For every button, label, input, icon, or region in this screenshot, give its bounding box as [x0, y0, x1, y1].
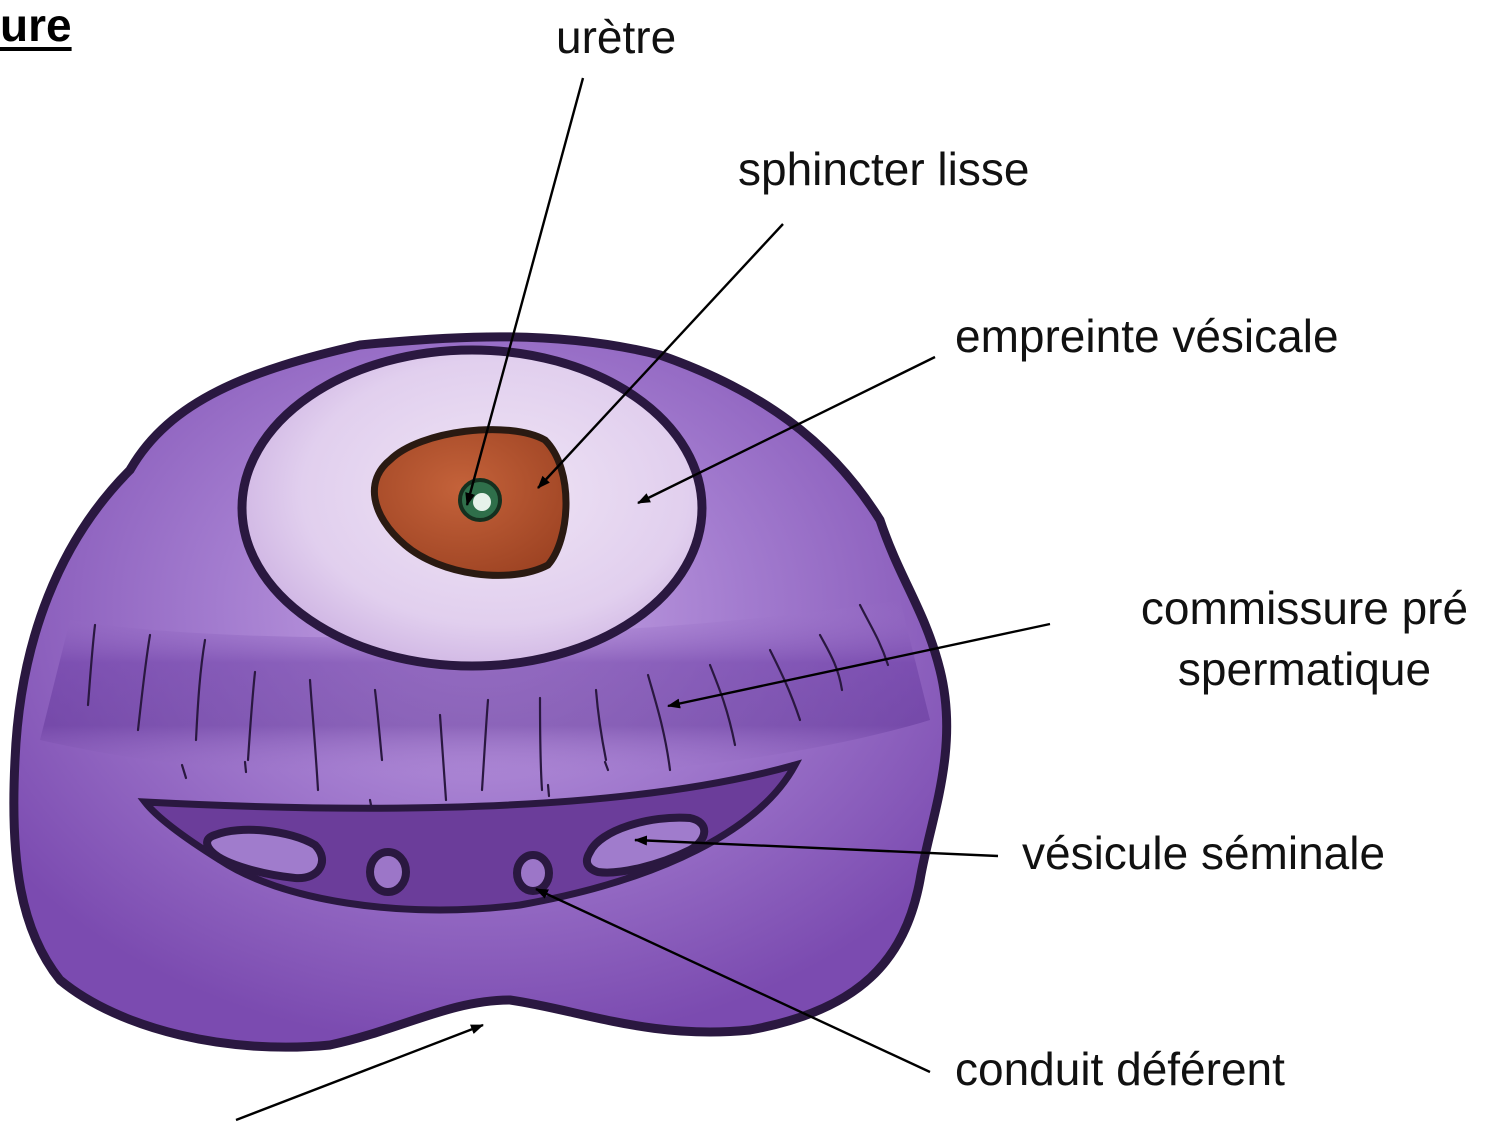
left-vas-deferens: [370, 852, 406, 892]
label-vesicule-seminale: vésicule séminale: [1022, 830, 1385, 876]
label-commissure-pre-spermatique: commissure pré spermatique: [1112, 578, 1497, 699]
page-heading: ure: [0, 2, 72, 48]
right-vas-deferens: [517, 855, 549, 891]
label-conduit-deferent: conduit déférent: [955, 1046, 1285, 1092]
label-commissure-line1: commissure pré: [1112, 578, 1497, 639]
label-sphincter-lisse: sphincter lisse: [738, 146, 1029, 192]
label-commissure-line2: spermatique: [1112, 639, 1497, 700]
urethra-lumen: [473, 493, 491, 511]
label-uretre: urètre: [556, 14, 676, 60]
label-empreinte-vesicale: empreinte vésicale: [955, 313, 1339, 359]
